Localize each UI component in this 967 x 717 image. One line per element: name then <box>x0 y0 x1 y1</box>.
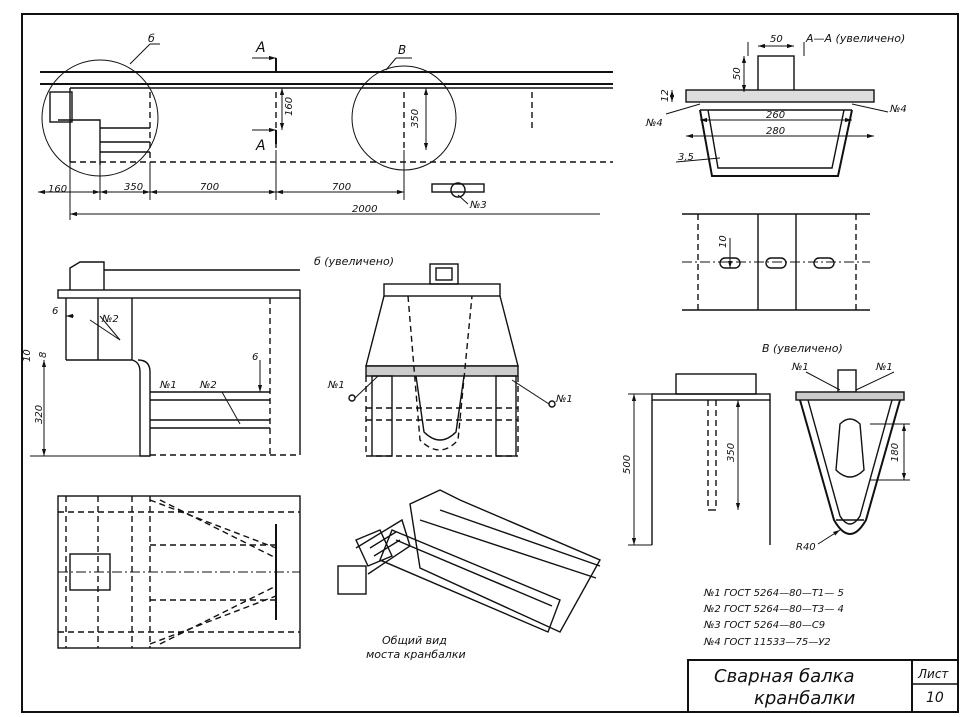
dim-3-5: 3,5 <box>678 152 694 163</box>
title-block <box>687 659 959 713</box>
weld-spec-4: №4 ГОСТ 11533—75—У2 <box>703 637 831 648</box>
dim-320: 320 <box>34 405 45 424</box>
dim-350-v: 350 <box>726 443 737 462</box>
weld-spec-2: №2 ГОСТ 5264—80—Т3— 4 <box>703 604 844 615</box>
slot-dim-10: 10 <box>718 235 729 248</box>
weld-2-b: №2 <box>199 380 217 391</box>
title-block-text: Сварная балка кранбалки Лист 10 <box>714 666 949 709</box>
main-beam-view <box>38 43 613 220</box>
detail-v-side-labels: В (увеличено) 500 350 <box>622 342 843 474</box>
dim-2000: 2000 <box>352 204 377 215</box>
weld-4-right: №4 <box>889 104 907 115</box>
sheet-number: 10 <box>926 690 944 706</box>
dim-6: 6 <box>52 306 58 317</box>
detail-b-title: б (увеличено) <box>314 255 394 268</box>
title-line1: Сварная балка <box>714 666 855 687</box>
dim-180: 180 <box>890 443 901 462</box>
dim-r40: R40 <box>796 542 816 553</box>
weld-1-left: №1 <box>327 380 345 391</box>
sheet-frame <box>21 13 959 713</box>
dim-8: 8 <box>38 352 49 358</box>
dim-50-width: 50 <box>770 34 783 45</box>
dim-280: 280 <box>766 126 785 137</box>
section-aa-view <box>665 42 889 177</box>
iso-caption-line1: Общий вид <box>382 634 447 647</box>
detail-b-side-labels: б (увеличено) 6 10 8 320 6 №2 №1 №2 <box>22 255 394 424</box>
weld-4-left: №4 <box>645 118 663 129</box>
weld-1-v-left: №1 <box>791 362 809 373</box>
detail-v-section-labels: 180 R40 №1 №1 <box>791 362 901 553</box>
isometric-caption: Общий вид моста кранбалки <box>366 634 466 661</box>
weld-spec-3: №3 ГОСТ 5264—80—С9 <box>703 620 825 631</box>
dim-160-vertical: 160 <box>284 97 295 116</box>
section-aa-labels: А—А (увеличено) 50 50 12 260 280 3,5 №4 … <box>645 32 907 163</box>
dim-700-b: 700 <box>332 182 351 193</box>
dim-50-height: 50 <box>732 67 743 80</box>
detail-b-plan-view <box>57 495 301 649</box>
weld-spec-1: №1 ГОСТ 5264—80—Т1— 5 <box>703 588 844 599</box>
iso-caption-line2: моста кранбалки <box>366 648 466 661</box>
slot-view <box>682 213 870 311</box>
title-line2: кранбалки <box>754 688 856 709</box>
detail-b-side-view <box>30 261 301 457</box>
detail-b-front-view <box>348 263 556 457</box>
dim-160: 160 <box>48 184 67 195</box>
section-mark-a-top: A <box>255 40 266 56</box>
callout-v: В <box>398 43 406 57</box>
dim-350: 350 <box>124 182 143 193</box>
weld-2-a: №2 <box>101 314 119 325</box>
weld-1: №1 <box>159 380 177 391</box>
main-beam-labels: 160 350 700 700 2000 160 350 A A б В №3 <box>48 32 487 215</box>
dim-500: 500 <box>622 455 633 474</box>
isometric-bridge-view <box>337 489 601 633</box>
dim-260: 260 <box>766 110 785 121</box>
detail-b-front-labels: №1 №1 <box>327 380 573 405</box>
dim-6-b: 6 <box>252 352 258 363</box>
callout-b: б <box>148 32 155 45</box>
detail-v-section-view <box>795 369 910 545</box>
dim-10: 10 <box>22 349 33 362</box>
detail-v-title: В (увеличено) <box>762 342 843 355</box>
weld-specs-list: №1 ГОСТ 5264—80—Т1— 5 №2 ГОСТ 5264—80—Т3… <box>703 588 844 648</box>
section-mark-a-bottom: A <box>255 138 266 154</box>
detail-v-side-view <box>628 373 771 546</box>
dim-350-vertical: 350 <box>410 109 421 128</box>
sheet-label: Лист <box>917 667 949 681</box>
section-aa-title: А—А (увеличено) <box>805 32 905 45</box>
weld-3-label: №3 <box>469 200 487 211</box>
dim-700-a: 700 <box>200 182 219 193</box>
weld-1-v-right: №1 <box>875 362 893 373</box>
weld-1-right: №1 <box>555 394 573 405</box>
dim-12: 12 <box>660 89 671 102</box>
